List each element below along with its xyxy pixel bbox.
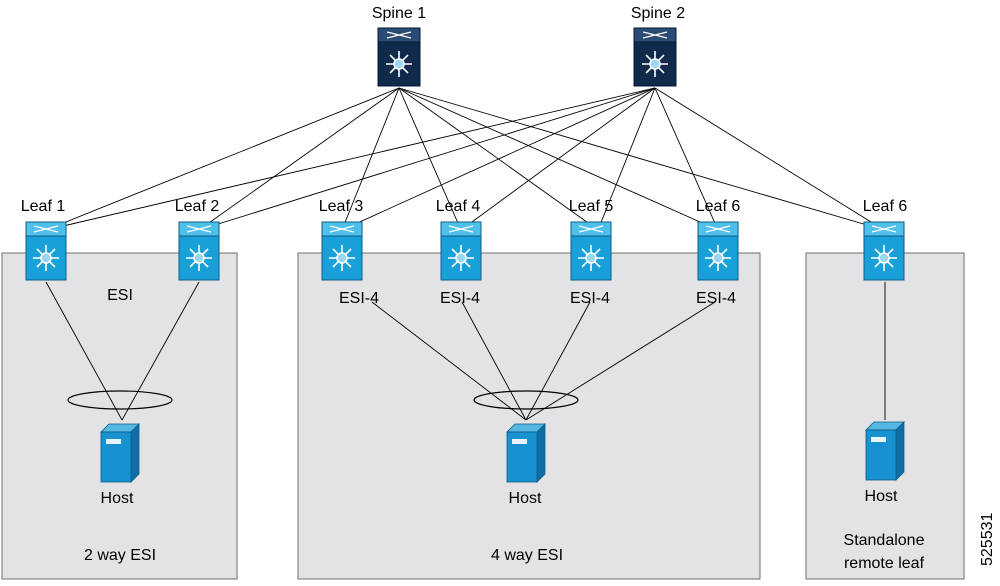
leaf-4-esi-label: ESI-4 — [440, 290, 480, 307]
esi-ellipse-4way — [473, 390, 579, 410]
leaf-6-label: Leaf 6 — [696, 198, 741, 215]
leaf-4-switch-icon — [440, 221, 482, 281]
spine-1-label: Spine 1 — [372, 5, 426, 22]
leaf-4-label: Leaf 4 — [436, 198, 481, 215]
host-4way-server-icon — [506, 423, 546, 483]
leaf-5-label: Leaf 5 — [569, 198, 614, 215]
group-box-4-way-esi — [297, 252, 761, 580]
leaf-host-links — [45, 281, 886, 421]
leaf-1-switch-icon — [25, 221, 67, 281]
figure-id: 525531 — [979, 513, 996, 566]
group-title-standalone-line2: remote leaf — [844, 555, 925, 572]
group-title-standalone-line1: Standalone — [844, 532, 925, 549]
leaf-3-label: Leaf 3 — [319, 198, 364, 215]
leaf-2-switch-icon — [178, 221, 220, 281]
leaf-6-remote-switch-icon — [863, 221, 905, 281]
group-title-2way: 2 way ESI — [84, 547, 156, 564]
leaf-6-switch-icon — [697, 221, 739, 281]
group-title-4way: 4 way ESI — [491, 547, 563, 564]
spine-2-switch-icon — [633, 27, 677, 87]
leaf-5-esi-label: ESI-4 — [570, 290, 610, 307]
leaf-6-remote-label: Leaf 6 — [863, 198, 908, 215]
leaf-3-esi-label: ESI-4 — [339, 290, 379, 307]
leaf-2-label: Leaf 2 — [175, 198, 220, 215]
leaf-6-esi-label: ESI-4 — [696, 290, 736, 307]
leaf-1-label: Leaf 1 — [21, 198, 66, 215]
leaf-5-switch-icon — [570, 221, 612, 281]
host-2way-server-icon — [100, 423, 140, 483]
spine-1-switch-icon — [377, 27, 421, 87]
host-4way-label: Host — [509, 490, 542, 507]
esi-label-2way: ESI — [107, 287, 133, 304]
leaf-3-switch-icon — [321, 221, 363, 281]
spine-leaf-links — [45, 87, 885, 231]
host-2way-label: Host — [101, 490, 134, 507]
esi-ellipse-2way — [67, 390, 173, 410]
spine-2-label: Spine 2 — [631, 5, 685, 22]
host-standalone-server-icon — [865, 421, 905, 481]
host-standalone-label: Host — [865, 488, 898, 505]
